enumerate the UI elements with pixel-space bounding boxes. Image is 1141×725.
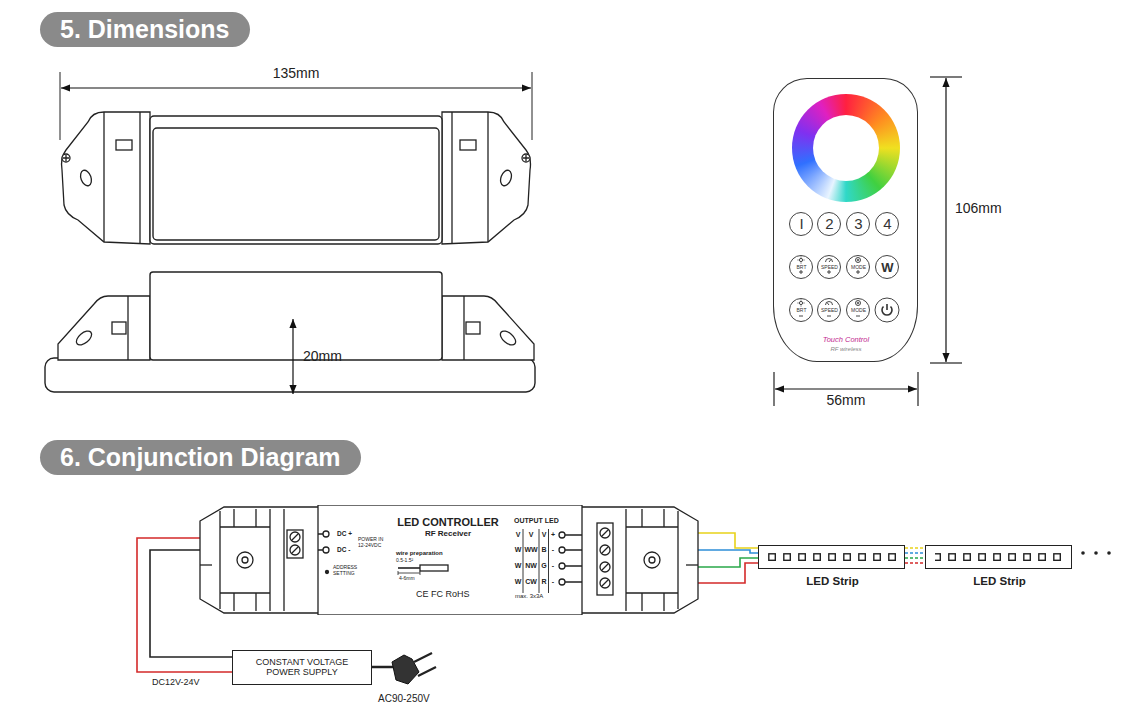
pin-label: +	[551, 531, 555, 539]
wire-line	[905, 552, 925, 554]
pin-label: -	[552, 546, 554, 554]
pin-label: R	[541, 578, 546, 586]
pin-label: G	[541, 562, 546, 570]
remote-button-text: SPEED	[821, 308, 838, 314]
remote-button-text: 2	[825, 216, 833, 233]
remote-button: 3	[846, 212, 870, 236]
remote-button-text: 3	[854, 216, 862, 233]
voltage-label: DC12V-24V	[152, 678, 200, 688]
remote-button: BRT	[789, 255, 813, 279]
led-controller-text: RF Receiver	[425, 530, 471, 539]
pin-label: W	[515, 562, 522, 570]
led-controller-text: LED CONTROLLER	[397, 516, 498, 528]
section-heading: 5. Dimensions	[40, 12, 250, 47]
section-heading: 6. Conjunction Diagram	[40, 440, 361, 475]
remote-button: MODE	[846, 298, 870, 322]
pin-label: CW	[525, 578, 537, 586]
remote-button-text: W	[881, 261, 893, 275]
pin-label: V	[529, 531, 534, 539]
remote-button-text: I	[799, 216, 803, 233]
remote-button-text: MODE	[851, 308, 866, 314]
led-strip: LED Strip	[758, 545, 905, 569]
terminal-label: DC +	[337, 530, 352, 537]
remote-button: SPEED	[817, 255, 841, 279]
pin-label: V	[542, 531, 547, 539]
pin-label: -	[552, 562, 554, 570]
cert-marks: CE FC RoHS	[416, 590, 470, 600]
led-strip-text: LED Strip	[806, 575, 858, 588]
section-heading-text: 6. Conjunction Diagram	[60, 444, 341, 472]
remote-button: 4	[875, 212, 899, 236]
terminal-label: DC -	[337, 546, 350, 553]
led-strip-text: LED Strip	[973, 575, 1025, 588]
remote-button: W	[875, 255, 899, 279]
remote-control-text: Touch Control	[823, 336, 869, 344]
power-supply: CONSTANT VOLTAGE POWER SUPPLY	[232, 650, 372, 685]
remote-button: BRT	[789, 298, 813, 322]
pin-label: V	[516, 531, 521, 539]
remote-control-text: RF wireless	[830, 346, 861, 353]
voltage-label: AC90-250V	[378, 693, 430, 704]
remote-button: MODE	[846, 255, 870, 279]
wire-line	[905, 547, 925, 549]
led-strip: LED Strip	[925, 545, 1072, 569]
pin-label: W	[515, 546, 522, 554]
remote-button: SPEED	[817, 298, 841, 322]
power-supply-text: CONSTANT VOLTAGE POWER SUPPLY	[248, 658, 356, 678]
pin-label: WW	[524, 546, 537, 554]
wire-spec: 0.5-1.5²	[396, 558, 413, 564]
remote-button-text: 4	[883, 216, 891, 233]
remote-button-text: MODE	[851, 265, 866, 271]
wire-dimension: 4-6mm	[399, 576, 415, 582]
spec-note: POWER IN 12-24VDC	[358, 537, 388, 548]
dimension: 20mm	[303, 349, 342, 364]
color-wheel-center	[813, 115, 879, 181]
rating-note: max. 3x3A	[515, 593, 543, 600]
remote-button-text: BRT	[797, 265, 807, 271]
dimension: 135mm	[273, 66, 320, 81]
remote-button: I	[789, 212, 813, 236]
setting-label: ADDRESS SETTING	[333, 565, 365, 576]
pin-label: W	[515, 578, 522, 586]
remote-button: 2	[817, 212, 841, 236]
remote-button-text: SPEED	[821, 265, 838, 271]
wire	[905, 548, 925, 563]
wire-note: wire preparation	[396, 550, 443, 557]
wire-line	[905, 557, 925, 559]
dimension: 56mm	[827, 393, 866, 408]
pin-label: B	[541, 546, 546, 554]
remote-control: Touch Control RF wireless I 2 3 4BRT SPEED MODE…	[773, 78, 918, 362]
wire-line	[905, 562, 925, 564]
pin-label: -	[552, 578, 554, 586]
section-heading-text: 5. Dimensions	[60, 16, 230, 44]
table-header: OUTPUT LED	[514, 517, 559, 525]
remote-button-text: BRT	[797, 308, 807, 314]
dimension: 106mm	[955, 201, 1002, 216]
pin-label: NW	[525, 562, 537, 570]
